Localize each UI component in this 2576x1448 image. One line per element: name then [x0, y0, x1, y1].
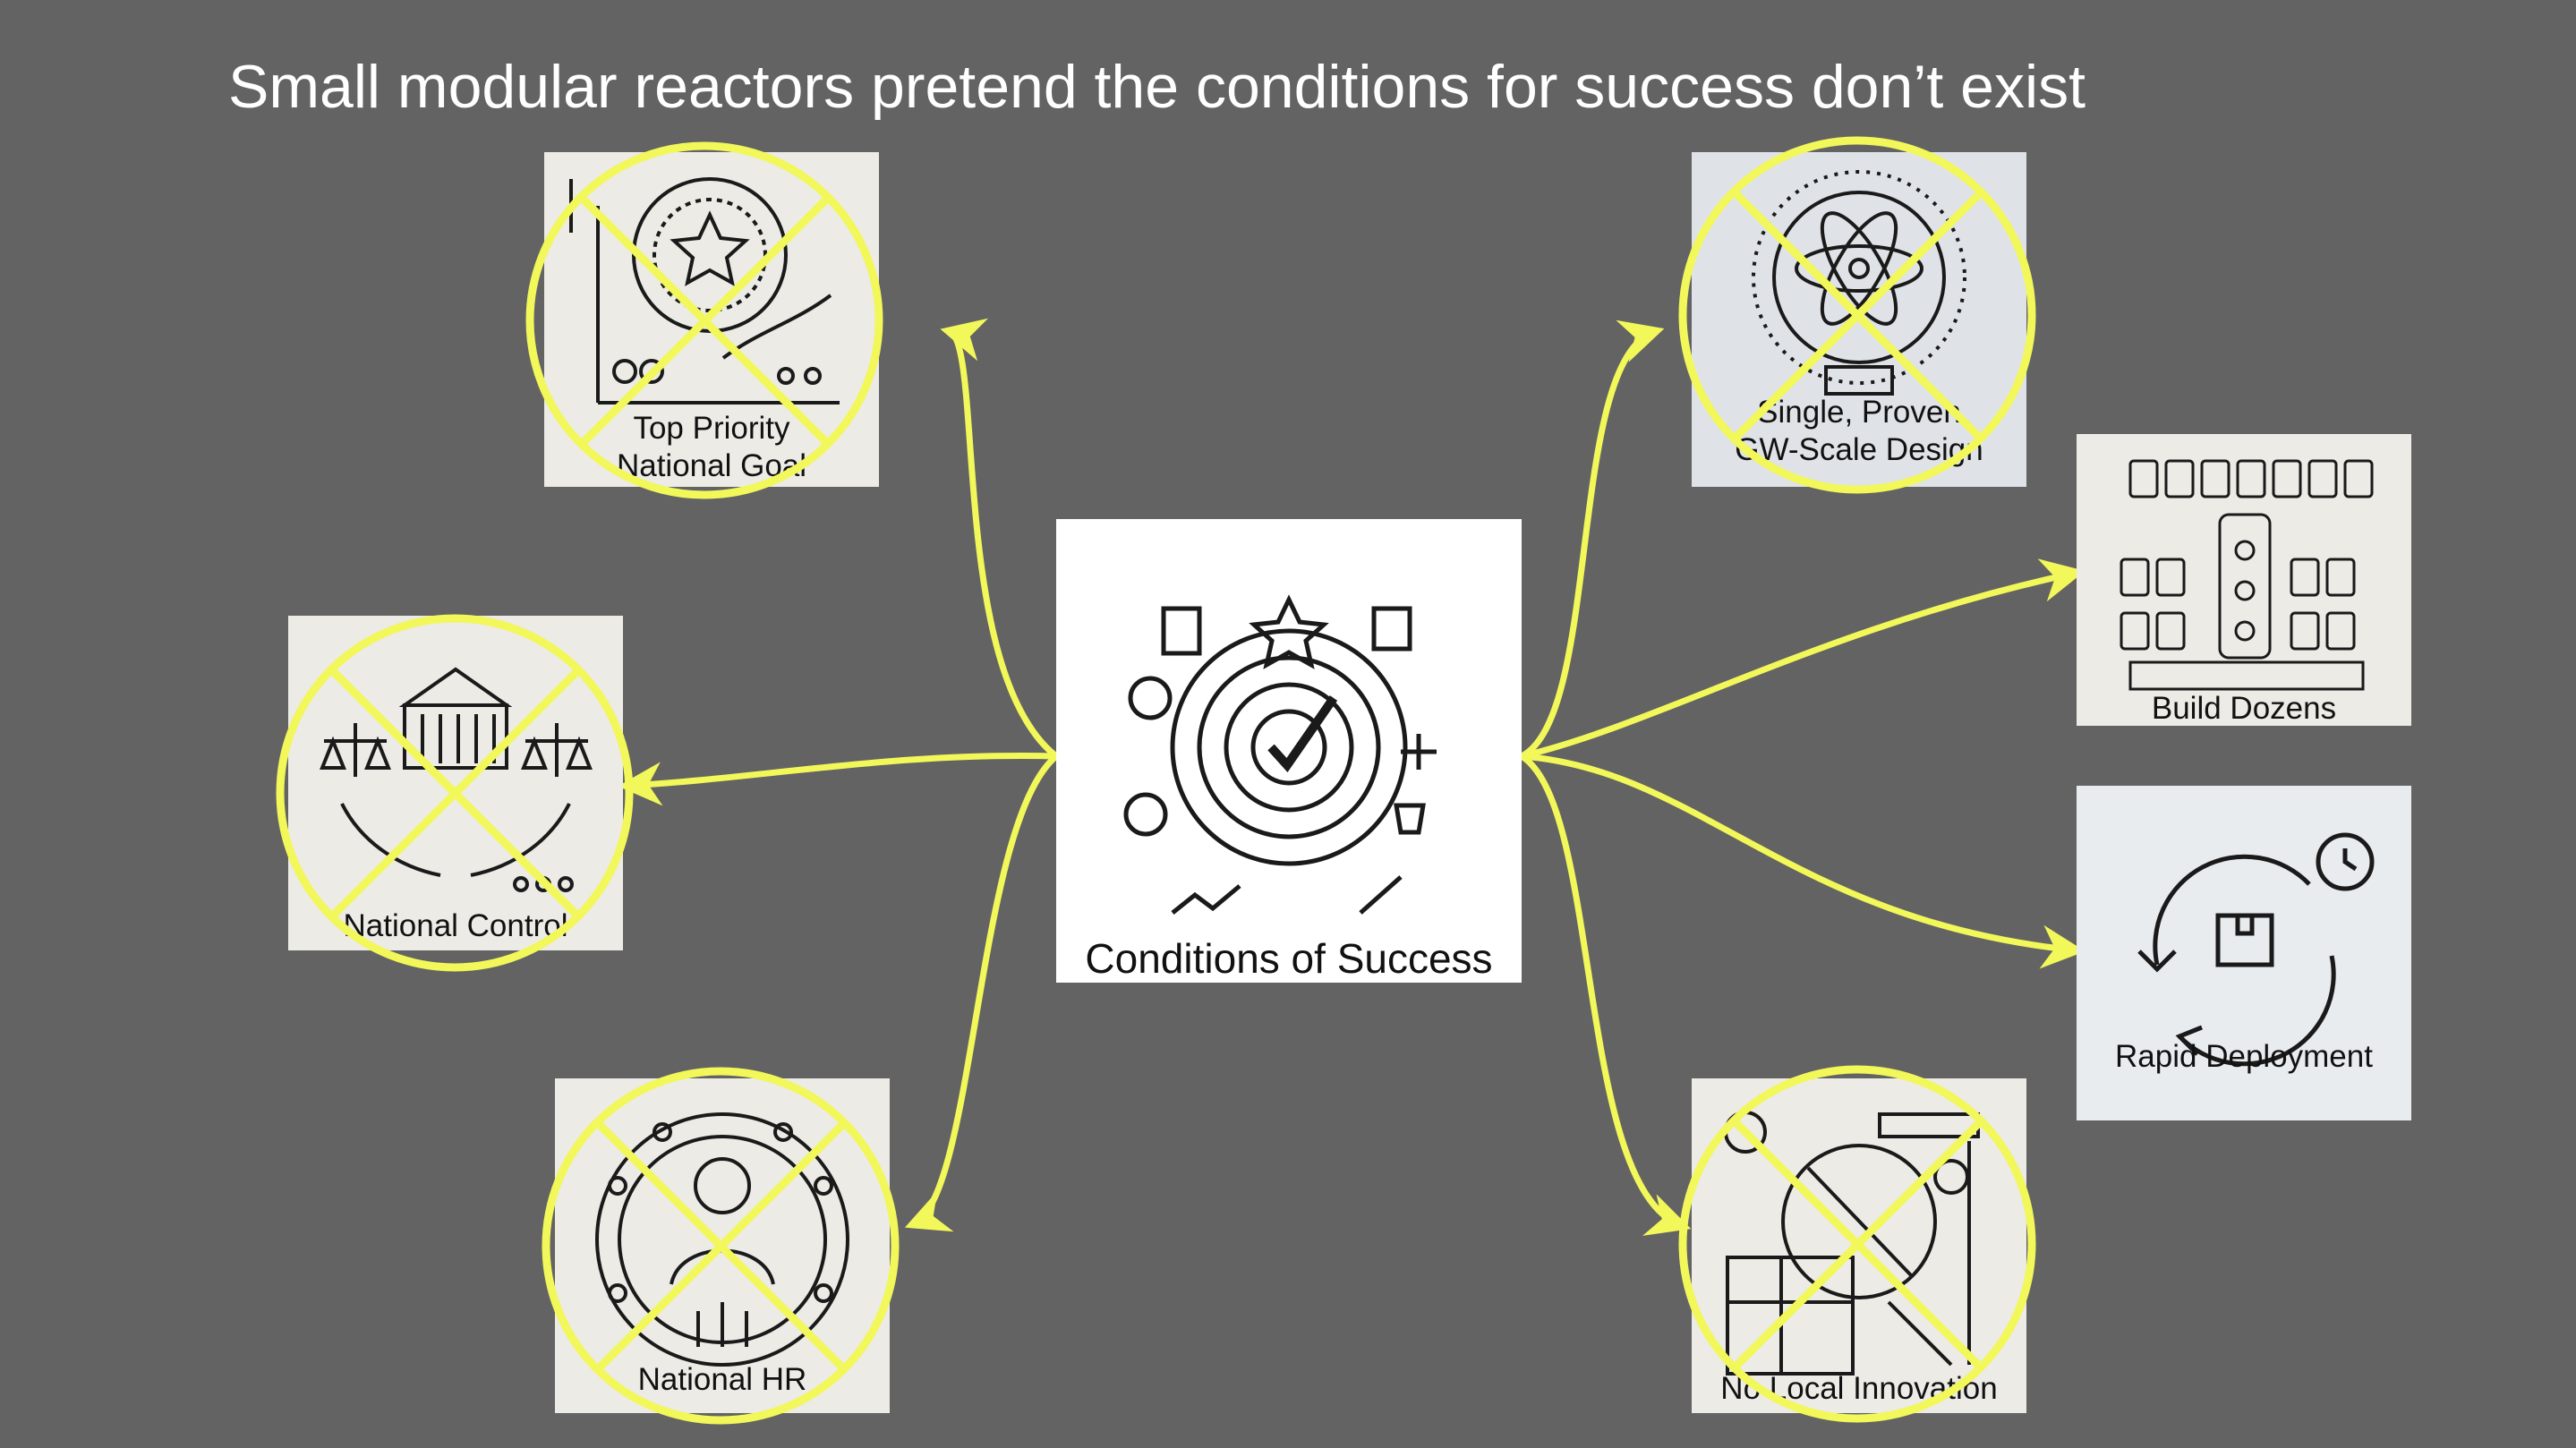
arrow-to-rapid-deployment [1521, 753, 2086, 969]
cross-out-icon [1678, 136, 2036, 494]
cross-out-icon [1678, 1065, 2036, 1423]
node-label: Build Dozens [2151, 691, 2337, 726]
target-checkmark-icon [1123, 594, 1437, 915]
node-label: National Control [343, 908, 568, 943]
node-national-control: National Control [288, 616, 623, 950]
cooling-towers-icon [2120, 459, 2374, 691]
center-node-label: Conditions of Success [1085, 935, 1493, 982]
node-label: Rapid Deployment [2115, 1039, 2373, 1074]
arrow-to-national-hr [904, 754, 1059, 1231]
cross-out-icon [542, 1067, 900, 1425]
arrow-to-build-dozens [1521, 558, 2086, 760]
cross-out-icon [525, 141, 883, 499]
node-build-dozens: Build Dozens [2077, 434, 2411, 726]
center-node-conditions-of-success: Conditions of Success [1056, 519, 1522, 983]
arrow-to-national-control [618, 752, 1057, 806]
node-label: Single, Proven GW-Scale Design [1735, 395, 1983, 467]
atom-reactor-icon [1752, 170, 1966, 396]
cycle-clock-icon [2137, 832, 2375, 1067]
arrow-to-single-design [1520, 319, 1665, 760]
arrow-to-no-local-innovation [1520, 754, 1692, 1236]
node-rapid-deployment: Rapid Deployment [2077, 786, 2411, 1120]
slide-title: Small modular reactors pretend the condi… [228, 53, 2086, 121]
cross-out-icon [276, 614, 634, 972]
arrow-to-top-priority [940, 319, 1059, 759]
node-label: National HR [637, 1362, 807, 1397]
